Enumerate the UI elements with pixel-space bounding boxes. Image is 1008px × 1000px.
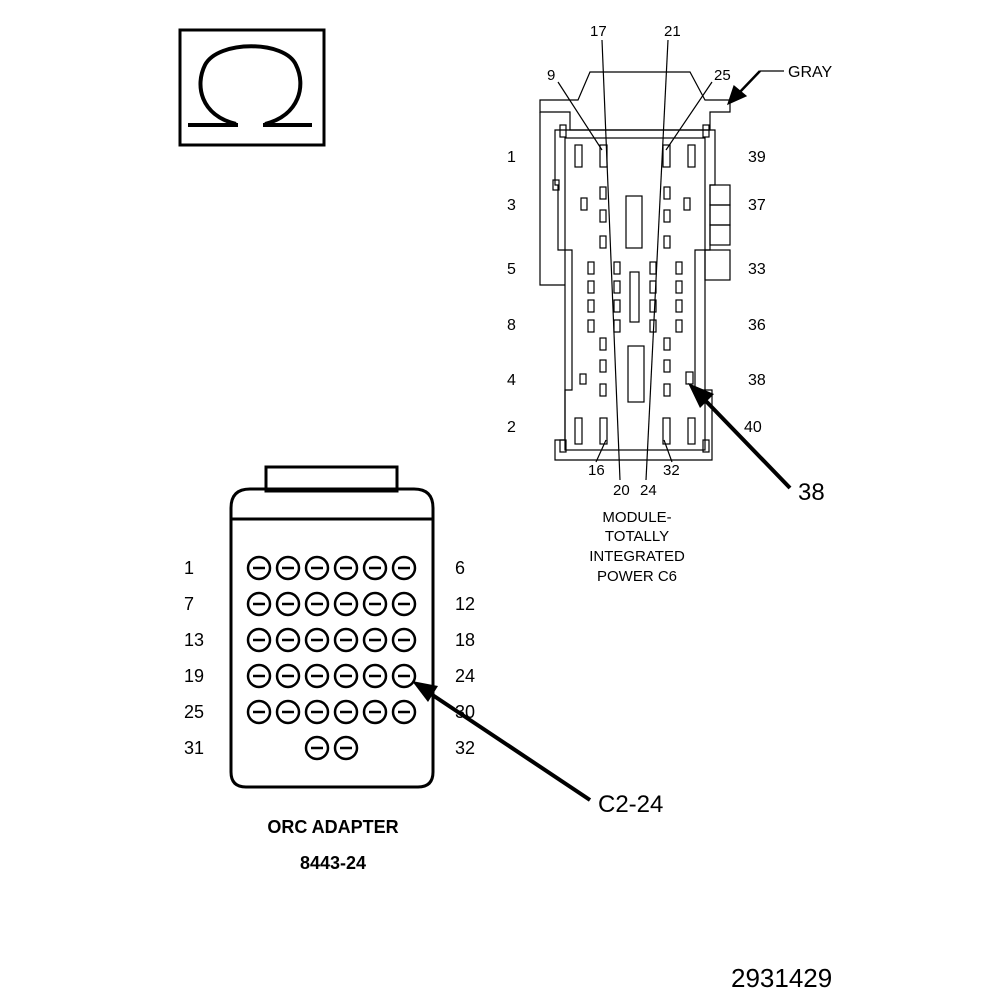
pin-label-bottom: 20: [613, 482, 630, 499]
orc-label-left: 31: [184, 738, 204, 758]
pin-label-left: 8: [507, 317, 516, 334]
orc-pin: [333, 663, 359, 689]
pin-label-left: 3: [507, 197, 516, 214]
orc-pin: [333, 735, 359, 761]
pin-label-top: 17: [590, 23, 607, 40]
orc-pin: [304, 735, 330, 761]
orc-pin: [362, 663, 388, 689]
callout-c2-24-label: C2-24: [598, 791, 663, 818]
pin-label-right: 39: [748, 149, 766, 166]
callout-c2-24-arrow: C2-24: [412, 681, 663, 818]
callout-38-arrow: 38: [688, 383, 825, 506]
orc-pin-grid: [246, 555, 417, 761]
callout-38-label: 38: [798, 479, 825, 506]
orc-pin: [275, 591, 301, 617]
color-label: GRAY: [788, 64, 832, 81]
orc-pin: [391, 663, 417, 689]
orc-pin: [362, 591, 388, 617]
pin-label-left: 1: [507, 149, 516, 166]
tipm-c6-connector: [539, 39, 784, 481]
orc-pin: [333, 555, 359, 581]
pin-label-bottom: 16: [588, 462, 605, 479]
orc-label-left: 19: [184, 666, 204, 686]
orc-pin: [304, 699, 330, 725]
orc-pin: [246, 591, 272, 617]
orc-pin: [333, 627, 359, 653]
pin-label-left: 4: [507, 372, 516, 389]
pin-label-left: 2: [507, 419, 516, 436]
pin-label-right: 40: [744, 419, 762, 436]
pin-label-left: 5: [507, 261, 516, 278]
orc-pin: [304, 591, 330, 617]
ohm-icon: [178, 28, 326, 147]
module-caption: POWER C6: [597, 568, 677, 585]
orc-adapter: [229, 465, 435, 789]
orc-pin: [391, 699, 417, 725]
orc-pin: [304, 627, 330, 653]
pin-label-top: 25: [714, 67, 731, 84]
orc-pin: [362, 627, 388, 653]
module-caption: MODULE-: [602, 509, 671, 526]
orc-label-left: 13: [184, 630, 204, 650]
tipm-pin-labels: 17 21 9 25 GRAY 1 3 5 8 4 2 39 37 33 36 …: [507, 23, 832, 585]
module-caption: INTEGRATED: [589, 548, 685, 565]
pin-label-bottom: 24: [640, 482, 657, 499]
orc-pin: [391, 591, 417, 617]
pin-label-right: 33: [748, 261, 766, 278]
orc-pin: [246, 699, 272, 725]
orc-label-left: 7: [184, 594, 194, 614]
orc-pin: [333, 591, 359, 617]
orc-pin: [275, 555, 301, 581]
orc-pin: [362, 555, 388, 581]
pin-label-top: 9: [547, 67, 555, 84]
orc-pin: [391, 627, 417, 653]
orc-pin-labels: 1 7 13 19 25 31 6 12 18 24 30 32 ORC ADA…: [184, 558, 475, 873]
orc-pin: [304, 555, 330, 581]
pin-label-top: 21: [664, 23, 681, 40]
orc-pin: [246, 663, 272, 689]
orc-pin: [391, 555, 417, 581]
pin-label-bottom: 32: [663, 462, 680, 479]
orc-pin: [275, 699, 301, 725]
figure-number: 2931429: [731, 963, 832, 993]
orc-label-right: 18: [455, 630, 475, 650]
orc-label-right: 12: [455, 594, 475, 614]
orc-adapter-name: ORC ADAPTER: [267, 817, 398, 837]
pin-label-right: 38: [748, 372, 766, 389]
orc-label-right: 32: [455, 738, 475, 758]
orc-pin: [333, 699, 359, 725]
orc-pin: [246, 627, 272, 653]
orc-adapter-part-number: 8443-24: [300, 853, 366, 873]
orc-label-right: 6: [455, 558, 465, 578]
orc-pin: [362, 699, 388, 725]
pin-label-right: 36: [748, 317, 766, 334]
orc-pin: [246, 555, 272, 581]
orc-label-right: 24: [455, 666, 475, 686]
orc-label-left: 1: [184, 558, 194, 578]
orc-pin: [275, 663, 301, 689]
module-caption: TOTALLY: [605, 528, 669, 545]
orc-pin: [275, 627, 301, 653]
orc-label-left: 25: [184, 702, 204, 722]
orc-label-right: 30: [455, 702, 475, 722]
pin-label-right: 37: [748, 197, 766, 214]
orc-pin: [304, 663, 330, 689]
